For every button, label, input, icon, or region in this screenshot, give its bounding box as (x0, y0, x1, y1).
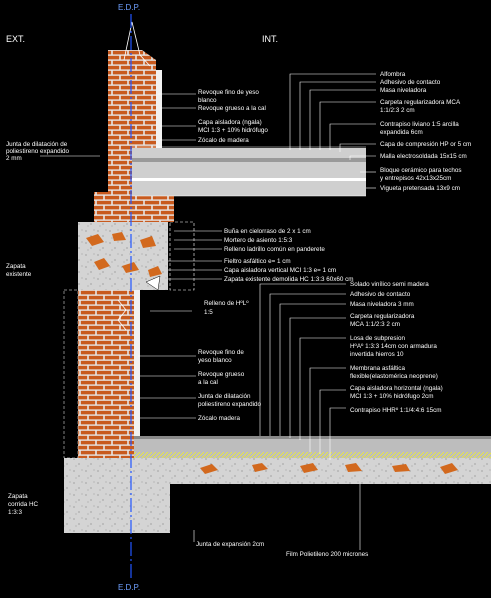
capa-compresion (132, 148, 366, 158)
labels-right-top-group: Alfombra Adhesivo de contacto Masa nivel… (380, 71, 471, 192)
label-capa-aisladora: Capa aisladora (ngala) (198, 119, 262, 126)
labels-wall-top-group: Revoque fino de yeso blanco Revoque grue… (198, 89, 268, 144)
label-fieltro: Fieltro asfáltico e= 1 cm (224, 258, 291, 265)
label-capa-vertical: Capa aisladora vertical MCI 1:3 e= 1 cm (224, 267, 336, 274)
aggregate-blocks-footing (86, 232, 162, 291)
label-film: Film Polietileno 200 micrones (286, 551, 368, 558)
label-bloque-2: y entrepisos 42x13x25cm (380, 175, 451, 182)
label-junta-1: Junta de dilatación de (6, 141, 68, 148)
label-junta-dilatacion-b: Junta de dilatación (198, 393, 251, 400)
aggregate-blocks-bottom (200, 463, 458, 474)
solado-vinilico (132, 436, 491, 439)
label-vigueta: Vigueta pretensada 13x9 cm (380, 185, 460, 192)
label-buna: Buña en cielorraso de 2 x 1 cm (224, 228, 311, 235)
label-junta-expansion: Junta de expansión 2cm (196, 541, 264, 548)
leaders-wall-top (40, 93, 196, 157)
label-losa: Losa de subpresion (350, 335, 405, 342)
label-revoque-fino: Revoque fino de yeso (198, 89, 259, 96)
label-zapata-corrida-1: Zapata (8, 493, 28, 500)
label-losa-3: invertida hierros 10 (350, 351, 404, 358)
vigueta (132, 178, 366, 181)
leaders-middle (150, 230, 222, 312)
labels-wall-bottom-group: Revoque fino de yeso blanco Revoque grue… (198, 349, 262, 422)
label-junta-3: 2 mm (6, 155, 22, 162)
demolished-outline (169, 221, 195, 291)
label-zocalo-madera: Zócalo madera (198, 415, 240, 422)
lower-brick-wall (78, 290, 134, 458)
label-adhesivo-b: Adhesivo de contacto (350, 291, 411, 298)
ext-label: EXT. (6, 34, 25, 44)
break-symbol-mid (117, 299, 127, 331)
contrapiso-slab (170, 458, 491, 484)
label-relleno-2: 1:5 (204, 309, 213, 316)
label-zapata-existente-2: existente (6, 271, 32, 278)
label-bloque: Bloque cerámico para techos (380, 167, 462, 174)
labels-right-bottom-group: Solado vinílico semi madera Adhesivo de … (350, 281, 443, 414)
label-zapata-corrida-2: corrida HC (8, 501, 39, 508)
leaders-wall-bottom (138, 355, 196, 419)
zapata-existente (78, 222, 168, 290)
label-zapata-corrida-group: Zapata corrida HC 1:3:3 (8, 493, 39, 516)
label-revoque-fino-2: blanco (198, 97, 217, 104)
label-zapata-corrida-3: 1:3:3 (8, 509, 23, 516)
label-losa-2: HºAº 1:3:3 14cm con armadura (350, 343, 437, 350)
label-mortero: Mortero de asiento 1:5:3 (224, 237, 293, 244)
label-malla: Malla electrosoldada 15x15 cm (380, 153, 467, 160)
relleno-panderete (94, 192, 174, 222)
label-carpeta-b-2: MCA 1:1/2:3 2 cm (350, 321, 400, 328)
label-contrapiso-2: expandida 6cm (380, 129, 423, 136)
label-revoque-grueso-b-2: a la cal (198, 379, 218, 386)
label-membrana-2: flexible(elastomérica neoprene) (350, 373, 438, 380)
label-zapata-demolida: Zapata existente demolida HC 1:3:3 60x60… (224, 276, 354, 283)
label-revoque-fino-b-2: yeso blanco (198, 357, 232, 364)
label-relleno-group: Relleno de HºLº 1:5 (204, 300, 249, 316)
membrana-asfaltica (132, 452, 491, 458)
revoque-interior-upper (156, 70, 162, 160)
label-contrapiso: Contrapiso liviano 1:5 arcilla (380, 121, 459, 128)
label-masa-b: Masa niveladora 3 mm (350, 301, 414, 308)
label-carpeta-2: 1:1/2:3 2 cm (380, 107, 415, 114)
label-junta-dilatacion-b-2: poliestireno expandido (198, 401, 262, 408)
edp-top-label: E.D.P. (118, 3, 140, 12)
label-revoque-fino-b: Revoque fino de (198, 349, 244, 356)
edp-bottom-label: E.D.P. (118, 583, 140, 592)
label-membrana: Membrana asfáltica (350, 365, 405, 372)
label-junta-top-group: Junta de dilatación de poliestireno expa… (6, 141, 70, 162)
label-adhesivo: Adhesivo de contacto (380, 79, 441, 86)
label-masa: Masa niveladora (380, 87, 427, 94)
labels-middle-group: Buña en cielorraso de 2 x 1 cm Mortero d… (224, 228, 354, 283)
label-revoque-grueso: Revoque grueso a la cal (198, 105, 266, 112)
label-capa-aisladora-2: MCI 1:3 + 10% hidrófugo (198, 127, 268, 134)
label-revoque-grueso-b: Revoque grueso (198, 371, 245, 378)
label-relleno-panderete: Relleno ladrillo común en panderete (224, 246, 325, 253)
int-label: INT. (262, 34, 278, 44)
label-capa-horizontal: Capa aisladora horizontal (ngala) (350, 385, 443, 392)
label-zapata-existente-1: Zapata (6, 263, 26, 270)
label-contrapiso-hhr: Contrapiso HHRº 1:1/4:4:6 15cm (350, 407, 442, 414)
leaders-right-bottom (193, 283, 361, 550)
label-capa-horizontal-2: MCI 1:3 + 10% hidrófugo 2cm (350, 393, 433, 400)
label-zapata-existente-group: Zapata existente (6, 263, 32, 278)
label-alfombra: Alfombra (380, 71, 406, 78)
label-solado: Solado vinílico semi madera (350, 281, 429, 288)
zapata-corrida (64, 458, 170, 533)
wall-outline-left (63, 289, 79, 459)
label-junta-2: poliestireno expandido (6, 148, 70, 155)
revoque-interior-lower (134, 290, 140, 436)
label-carpeta: Carpeta regularizadora MCA (380, 99, 461, 106)
label-zocalo: Zócalo de madera (198, 137, 249, 144)
label-relleno-1: Relleno de HºLº (204, 300, 249, 307)
malla-electrosoldada (132, 158, 366, 162)
label-capa-compresion: Capa de compresión HP or 5 cm (380, 141, 471, 148)
leaders-right-top (289, 73, 376, 189)
wall-break-top (108, 20, 156, 60)
label-carpeta-b: Carpeta regularizadora (350, 313, 415, 320)
